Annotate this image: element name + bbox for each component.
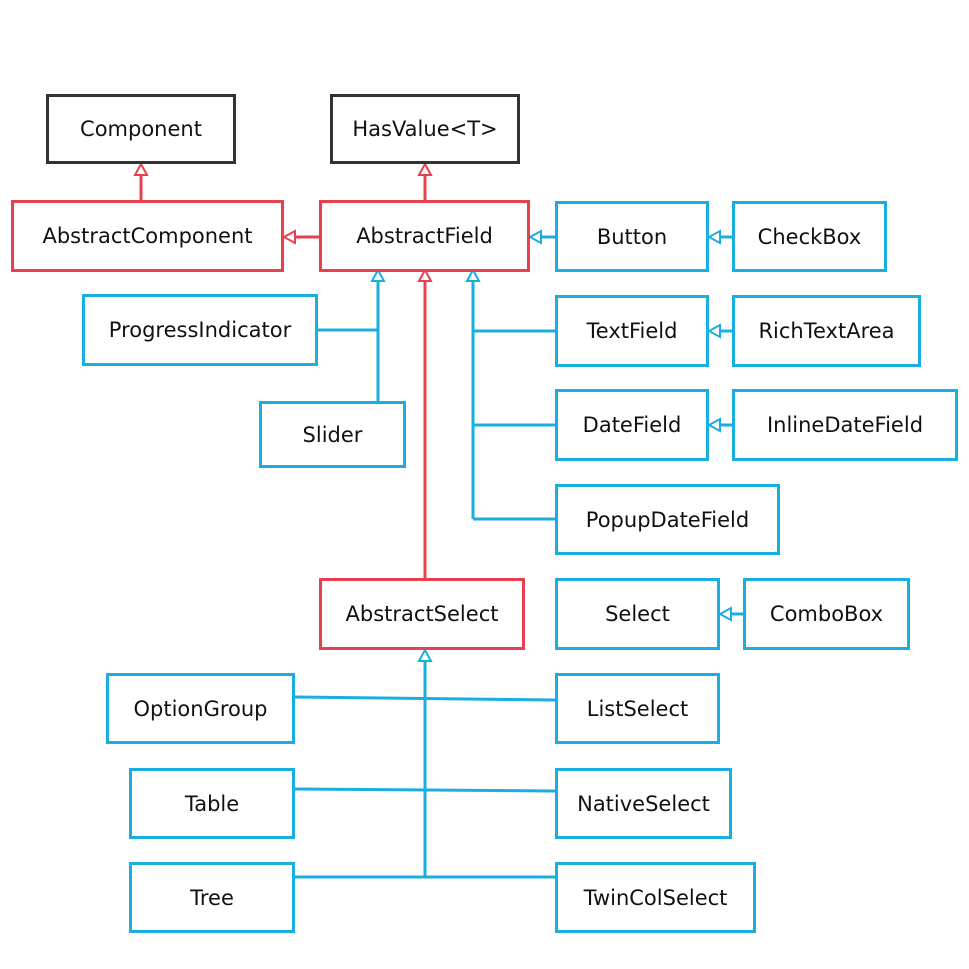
node-popup-date-field: PopupDateField [555, 484, 780, 555]
node-check-box: CheckBox [732, 201, 887, 272]
edge-table-nativeselect-abstractselect [294, 787, 557, 793]
node-option-group: OptionGroup [106, 673, 295, 744]
arrowhead-abstractfield-right [465, 267, 481, 282]
arrowhead-hasvalue [417, 161, 433, 176]
arrowhead-component [133, 161, 149, 176]
node-table: Table [129, 768, 295, 839]
node-abstract-field: AbstractField [319, 200, 530, 272]
node-rich-text-area: RichTextArea [732, 295, 921, 367]
arrowhead-abstractcomponent [281, 229, 296, 245]
arrowhead-abstractfield-left [370, 267, 386, 282]
node-button: Button [555, 201, 709, 272]
node-component: Component [46, 94, 236, 164]
arrowhead-abstractfield-from-select [417, 267, 433, 282]
node-tree: Tree [129, 862, 295, 933]
edge-optiongroup-listselect-abstractselect [294, 695, 557, 702]
node-twin-col-select: TwinColSelect [555, 862, 756, 933]
arrowhead-abstractselect [417, 647, 433, 662]
node-date-field: DateField [555, 389, 709, 461]
node-combo-box: ComboBox [743, 578, 910, 650]
arrowhead-datefield [706, 417, 721, 433]
node-list-select: ListSelect [555, 673, 720, 744]
arrowhead-button [706, 229, 721, 245]
node-has-value: HasValue<T> [330, 94, 520, 164]
node-progress-indicator: ProgressIndicator [82, 294, 318, 366]
node-text-field: TextField [555, 295, 709, 367]
node-slider: Slider [259, 401, 406, 468]
node-abstract-component: AbstractComponent [11, 200, 284, 272]
arrowhead-abstractfield-from-button [527, 229, 542, 245]
node-native-select: NativeSelect [555, 768, 732, 839]
arrowhead-select [717, 606, 732, 622]
node-inline-date-field: InlineDateField [732, 389, 958, 461]
node-abstract-select: AbstractSelect [319, 578, 525, 650]
arrowhead-textfield [706, 323, 721, 339]
node-select: Select [555, 578, 720, 650]
